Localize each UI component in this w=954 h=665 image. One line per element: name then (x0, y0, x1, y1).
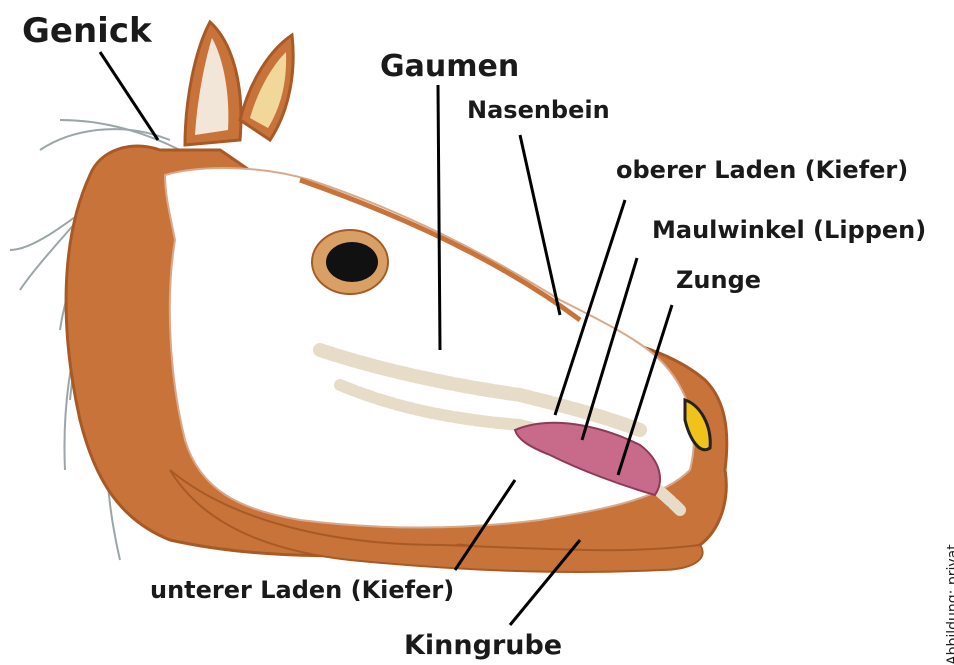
leader-genick (100, 52, 158, 140)
label-nasenbein: Nasenbein (467, 98, 610, 122)
label-unterer-laden: unterer Laden (Kiefer) (150, 578, 454, 602)
eye (326, 242, 378, 282)
label-oberer-laden: oberer Laden (Kiefer) (616, 158, 908, 182)
label-genick: Genick (22, 14, 152, 48)
label-gaumen: Gaumen (380, 52, 519, 82)
image-credit: Abbildung: privat (946, 544, 954, 665)
label-kinngrube: Kinngrube (404, 632, 562, 659)
label-maulwinkel: Maulwinkel (Lippen) (652, 218, 926, 242)
leader-gaumen (438, 85, 440, 350)
label-zunge: Zunge (676, 268, 761, 292)
